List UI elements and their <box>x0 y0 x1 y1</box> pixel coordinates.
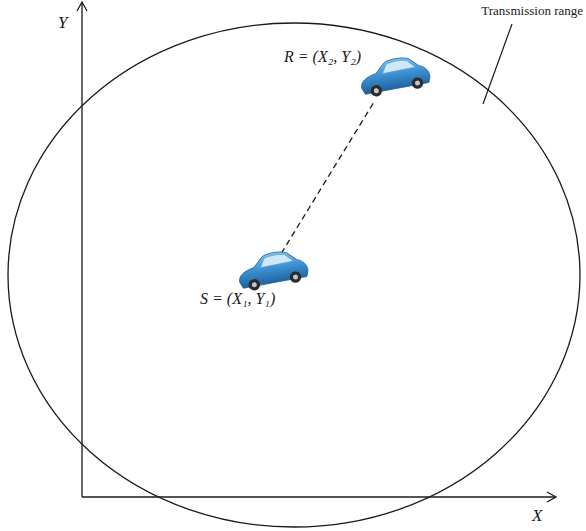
link-line <box>276 102 374 262</box>
range-label: Transmission range <box>481 4 583 18</box>
position-label: S = (X₁, Y₁) <box>200 290 275 308</box>
car-icon <box>358 54 432 98</box>
axis-label: X <box>532 507 542 526</box>
x-axis <box>82 496 556 497</box>
leader-line <box>483 24 512 104</box>
y-axis <box>81 2 82 497</box>
car-icon <box>236 248 310 292</box>
axis-label: Y <box>58 14 67 33</box>
position-label: R = (X₂, Y₂) <box>284 48 361 66</box>
transmission-circle <box>8 23 580 527</box>
